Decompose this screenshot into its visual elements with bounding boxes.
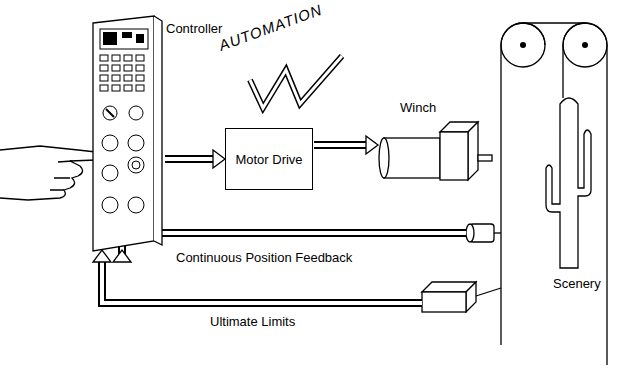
node-label: Controller [166,21,222,36]
controller-panel: Controller [92,15,164,253]
signal-label: Ultimate Limits [210,314,295,329]
process-box: Motor Drive [225,128,313,190]
limit-switch [422,282,501,312]
winch: Winch [378,100,493,190]
signal-arrow [313,136,378,154]
scenery-label: Scenery [553,276,601,291]
rigging [501,23,607,365]
signal-arrow [164,150,225,168]
node-label: Motor Drive [235,152,302,167]
position-encoder [466,224,501,242]
hand [0,146,100,200]
feedback-wires [102,233,466,303]
node-label: Winch [400,100,436,115]
controller-drawing [92,15,164,253]
watermark: AUTOMATION [217,2,324,53]
cactus-scenery [546,98,591,268]
signal-label: Continuous Position Feedback [176,250,352,265]
